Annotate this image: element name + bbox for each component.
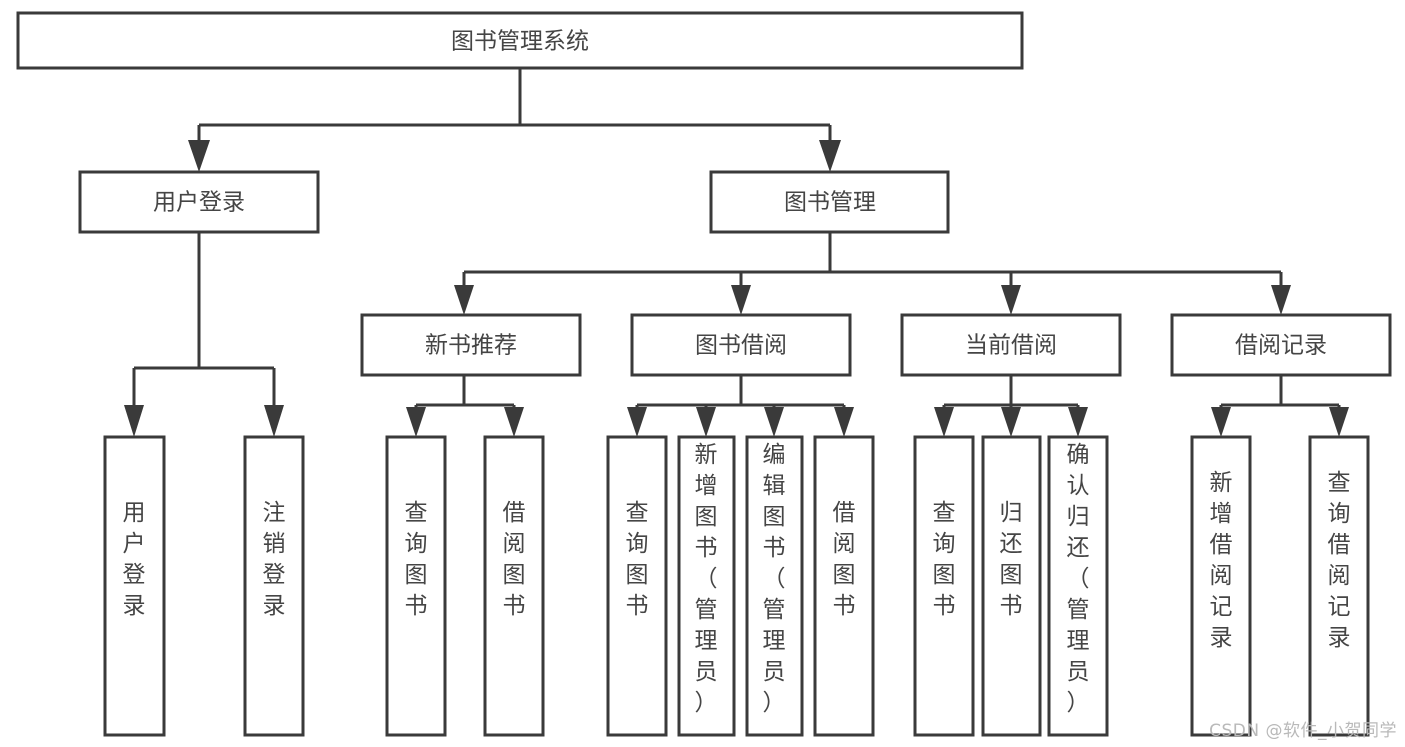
arrowhead-user-login	[188, 140, 210, 172]
arrowhead-leaf-confirm-return	[1068, 407, 1088, 437]
node-borrow-record[interactable]: 借阅记录	[1170, 313, 1392, 377]
leaf-add-borrow-record[interactable]: 新增借阅记录	[1190, 435, 1252, 737]
node-user-login-box[interactable]	[78, 170, 320, 234]
leaf-add-book-admin-box[interactable]	[677, 435, 736, 737]
arrowhead-leaf-query-record	[1329, 407, 1349, 437]
leaf-query-borrow-record-box[interactable]	[1308, 435, 1370, 737]
arrowhead-leaf-query-book-c	[934, 407, 954, 437]
leaf-logout-box[interactable]	[243, 435, 305, 737]
node-new-book-recommend-label: 新书推荐	[425, 333, 517, 359]
leaf-query-book-rec[interactable]: 查询图书	[385, 435, 447, 737]
arrowhead-leaf-return-book	[1001, 407, 1021, 437]
leaf-query-book-current-box[interactable]	[913, 435, 975, 737]
leaf-user-login-box[interactable]	[103, 435, 166, 737]
arrowhead-leaf-query-book-a	[406, 407, 426, 437]
node-root-box[interactable]	[16, 11, 1024, 70]
leaf-return-book-label: 归还图书	[1000, 500, 1023, 619]
arrowhead-leaf-borrow-book-a	[504, 407, 524, 437]
leaf-query-book-borrow-box[interactable]	[606, 435, 668, 737]
leaf-confirm-return-admin-box[interactable]	[1047, 435, 1109, 737]
leaf-edit-book-admin-label: 编辑图书（管理员）	[763, 442, 786, 716]
node-book-borrow[interactable]: 图书借阅	[630, 313, 852, 377]
leaf-borrow-book-rec-label: 借阅图书	[503, 500, 526, 619]
leaf-user-login-label: 用户登录	[123, 500, 146, 619]
leaf-query-borrow-record[interactable]: 查询借阅记录	[1308, 435, 1370, 737]
node-current-borrow-box[interactable]	[900, 313, 1122, 377]
node-user-login-label: 用户登录	[153, 190, 245, 216]
arrowhead-book-mgmt	[819, 140, 841, 172]
node-book-borrow-box[interactable]	[630, 313, 852, 377]
node-user-login[interactable]: 用户登录	[78, 170, 320, 234]
node-borrow-record-box[interactable]	[1170, 313, 1392, 377]
arrowhead-leaf-add-book	[696, 407, 716, 437]
leaf-logout[interactable]: 注销登录	[243, 435, 305, 737]
leaf-confirm-return-admin-label: 确认归还（管理员）	[1067, 442, 1090, 716]
leaf-query-book-current[interactable]: 查询图书	[913, 435, 975, 737]
leaf-query-borrow-record-label: 查询借阅记录	[1328, 470, 1351, 651]
leaf-add-borrow-record-box[interactable]	[1190, 435, 1252, 737]
arrowhead-borrow-record	[1271, 285, 1291, 315]
node-new-book-recommend[interactable]: 新书推荐	[360, 313, 582, 377]
node-current-borrow[interactable]: 当前借阅	[900, 313, 1122, 377]
leaf-query-book-rec-box[interactable]	[385, 435, 447, 737]
arrowhead-leaf-user-login	[124, 405, 144, 437]
connector-layer	[124, 68, 1349, 437]
node-book-management[interactable]: 图书管理	[709, 170, 950, 234]
node-book-management-box[interactable]	[709, 170, 950, 234]
arrowhead-leaf-logout	[264, 405, 284, 437]
leaf-add-book-admin[interactable]: 新增图书（管理员）	[677, 435, 736, 737]
arrowhead-new-book-rec	[454, 285, 474, 315]
leaf-user-login[interactable]: 用户登录	[103, 435, 166, 737]
node-current-borrow-label: 当前借阅	[965, 333, 1057, 359]
leaf-confirm-return-admin[interactable]: 确认归还（管理员）	[1047, 435, 1109, 737]
arrowhead-leaf-add-record	[1211, 407, 1231, 437]
node-book-management-label: 图书管理	[784, 190, 876, 216]
leaf-borrow-book-rec[interactable]: 借阅图书	[483, 435, 545, 737]
node-new-book-recommend-box[interactable]	[360, 313, 582, 377]
leaf-borrow-book-borrow[interactable]: 借阅图书	[813, 435, 875, 737]
arrowhead-current-borrow	[1001, 285, 1021, 315]
leaf-query-book-current-label: 查询图书	[933, 500, 956, 619]
node-root-label: 图书管理系统	[451, 29, 589, 55]
node-root-system[interactable]: 图书管理系统	[16, 11, 1024, 70]
node-borrow-record-label: 借阅记录	[1235, 333, 1327, 359]
leaf-borrow-book-rec-box[interactable]	[483, 435, 545, 737]
leaf-query-book-rec-label: 查询图书	[405, 500, 428, 619]
leaf-edit-book-admin-box[interactable]	[745, 435, 804, 737]
leaf-logout-label: 注销登录	[263, 500, 286, 619]
arrowhead-leaf-edit-book	[764, 407, 784, 437]
arrowhead-book-borrow	[731, 285, 751, 315]
leaf-add-borrow-record-label: 新增借阅记录	[1210, 470, 1233, 651]
leaf-return-book-box[interactable]	[981, 435, 1042, 737]
arrowhead-leaf-query-book-b	[627, 407, 647, 437]
leaf-borrow-book-borrow-label: 借阅图书	[833, 500, 856, 619]
leaf-query-book-borrow[interactable]: 查询图书	[606, 435, 668, 737]
leaf-borrow-book-borrow-box[interactable]	[813, 435, 875, 737]
arrowhead-leaf-borrow-book-b	[834, 407, 854, 437]
leaf-add-book-admin-label: 新增图书（管理员）	[695, 442, 718, 716]
leaf-edit-book-admin[interactable]: 编辑图书（管理员）	[745, 435, 804, 737]
leaf-return-book[interactable]: 归还图书	[981, 435, 1042, 737]
node-book-borrow-label: 图书借阅	[695, 333, 787, 359]
leaf-query-book-borrow-label: 查询图书	[626, 500, 649, 619]
